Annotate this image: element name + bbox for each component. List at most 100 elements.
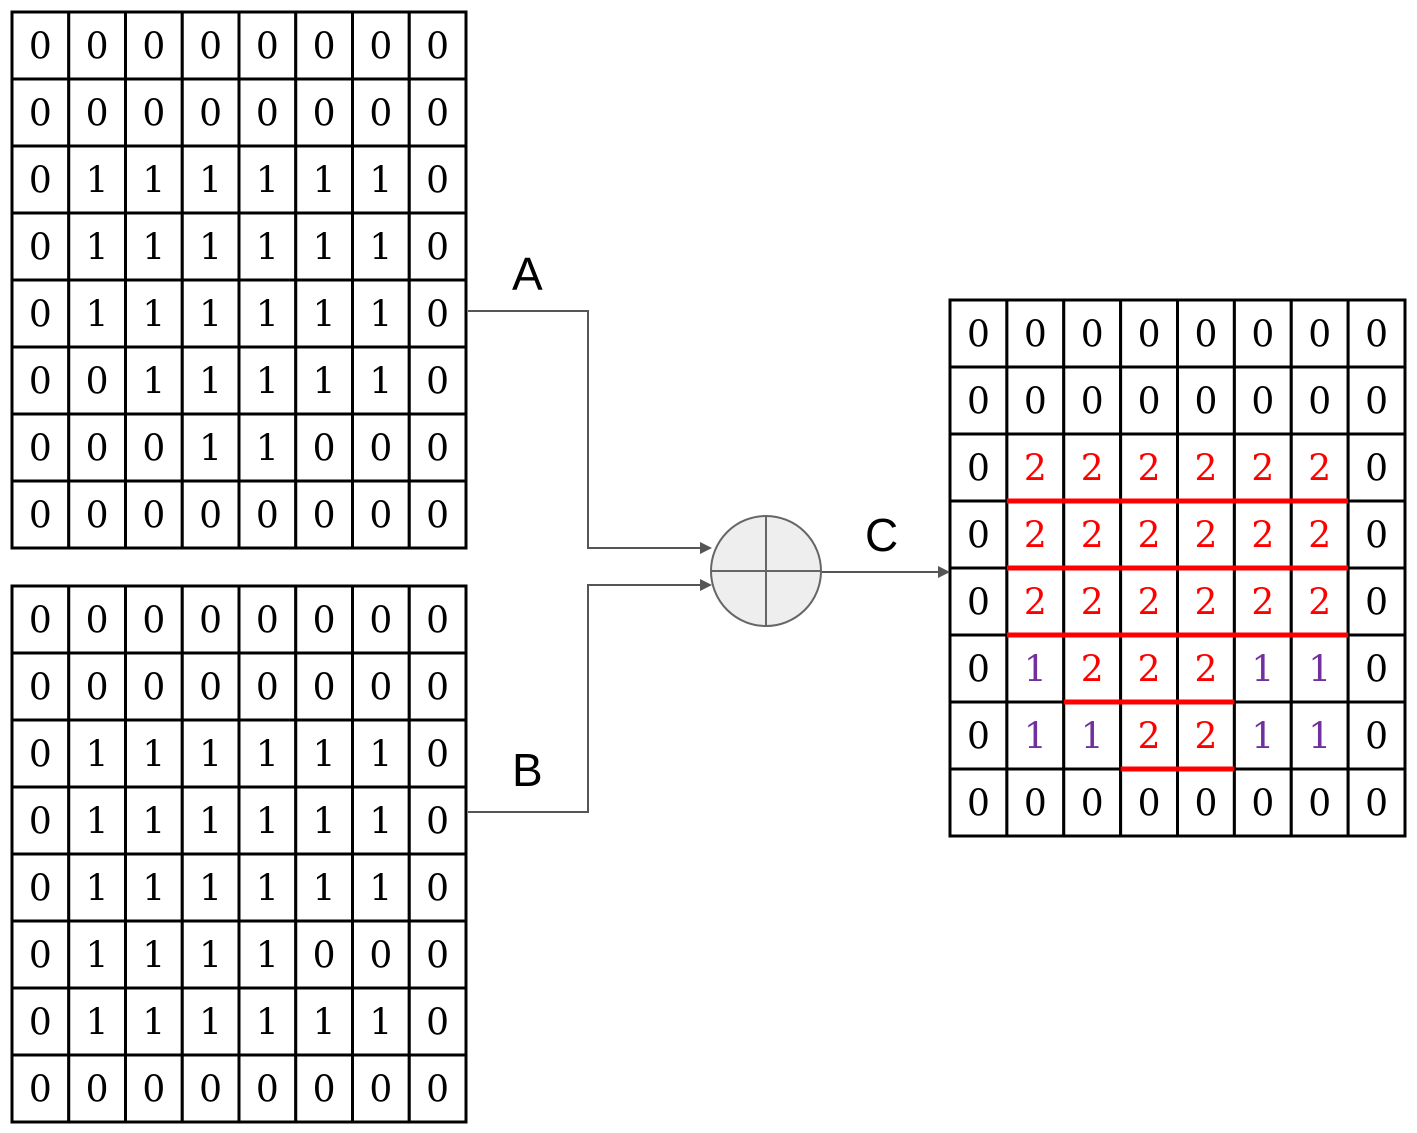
cell-value: 1 xyxy=(199,735,222,776)
cell-value: 0 xyxy=(1194,382,1217,423)
grid-cell xyxy=(351,718,411,789)
cell-value: 0 xyxy=(426,735,449,776)
grid-cell xyxy=(124,852,184,923)
grid-cell xyxy=(1062,767,1123,838)
grid-cell xyxy=(237,651,298,722)
grid-cell xyxy=(1176,298,1236,369)
grid-cell xyxy=(1119,432,1179,503)
grid-cell xyxy=(237,479,298,550)
cell-value: 0 xyxy=(1365,315,1388,356)
grid-cell xyxy=(67,412,127,483)
cell-value: 0 xyxy=(426,601,449,642)
grid-cell xyxy=(237,211,298,282)
grid-cell xyxy=(294,718,354,789)
cell-value: 2 xyxy=(1138,717,1161,758)
cell-value: 0 xyxy=(426,228,449,269)
cell-value: 1 xyxy=(142,228,165,269)
grid-cell xyxy=(948,566,1009,637)
cell-value: 0 xyxy=(1365,650,1388,691)
grid-cell xyxy=(124,479,184,550)
cell-value: 0 xyxy=(199,668,222,709)
cell-value: 1 xyxy=(199,936,222,977)
cell-value: 0 xyxy=(1308,784,1331,825)
cell-value: 2 xyxy=(1138,516,1161,557)
cell-value: 1 xyxy=(142,362,165,403)
cell-value: 0 xyxy=(29,429,52,470)
arrowhead-c xyxy=(938,566,950,578)
cell-value: 1 xyxy=(256,429,279,470)
cell-value: 2 xyxy=(1024,516,1047,557)
cell-value: 0 xyxy=(369,94,392,135)
cell-value: 1 xyxy=(313,295,336,336)
cell-value: 1 xyxy=(142,735,165,776)
cell-value: 0 xyxy=(142,601,165,642)
cell-value: 1 xyxy=(313,869,336,910)
grid-cell xyxy=(237,919,298,990)
cell-value: 0 xyxy=(142,94,165,135)
cell-value: 0 xyxy=(29,295,52,336)
cell-value: 0 xyxy=(1365,583,1388,624)
grid-cell xyxy=(407,919,468,990)
grid-cell xyxy=(237,278,298,349)
grid-cell xyxy=(351,412,411,483)
label-a: A xyxy=(512,248,543,300)
cell-value: 1 xyxy=(199,228,222,269)
cell-value: 0 xyxy=(29,94,52,135)
cell-value: 0 xyxy=(426,94,449,135)
cell-value: 1 xyxy=(256,869,279,910)
grid-cell xyxy=(1062,432,1123,503)
cell-value: 0 xyxy=(86,601,109,642)
cell-value: 1 xyxy=(1024,650,1047,691)
cell-value: 0 xyxy=(142,668,165,709)
grid-cell xyxy=(1062,365,1123,436)
cell-value: 0 xyxy=(142,1070,165,1111)
cell-value: 1 xyxy=(256,735,279,776)
cell-value: 0 xyxy=(86,496,109,537)
cell-value: 0 xyxy=(426,27,449,68)
cell-value: 0 xyxy=(426,1070,449,1111)
cell-value: 1 xyxy=(142,161,165,202)
cell-value: 0 xyxy=(256,94,279,135)
cell-value: 1 xyxy=(313,228,336,269)
grid-cell xyxy=(407,77,468,148)
cell-value: 2 xyxy=(1194,717,1217,758)
grid-cell xyxy=(407,651,468,722)
grid-cell xyxy=(67,986,127,1057)
grid-cell xyxy=(1119,566,1179,637)
label-b: B xyxy=(512,744,543,796)
cell-value: 0 xyxy=(29,735,52,776)
cell-value: 0 xyxy=(142,27,165,68)
cell-value: 0 xyxy=(313,601,336,642)
cell-value: 0 xyxy=(1194,784,1217,825)
cell-value: 0 xyxy=(199,496,222,537)
cell-value: 0 xyxy=(967,382,990,423)
cell-value: 1 xyxy=(86,228,109,269)
grid-cell xyxy=(1289,566,1350,637)
grid-cell xyxy=(351,144,411,215)
grid-border xyxy=(10,10,468,550)
cell-value: 0 xyxy=(1194,315,1217,356)
cell-value: 2 xyxy=(1081,516,1104,557)
cell-value: 0 xyxy=(1365,784,1388,825)
circled-plus-icon xyxy=(710,515,822,627)
cell-value: 0 xyxy=(29,27,52,68)
grid-cell xyxy=(10,852,71,923)
grid-cell xyxy=(124,144,184,215)
cell-value: 2 xyxy=(1251,449,1274,490)
cell-value: 1 xyxy=(142,802,165,843)
cell-value: 1 xyxy=(313,802,336,843)
cell-value: 0 xyxy=(256,27,279,68)
cell-value: 2 xyxy=(1081,583,1104,624)
cell-value: 2 xyxy=(1138,449,1161,490)
cell-value: 2 xyxy=(1251,583,1274,624)
cell-value: 0 xyxy=(426,668,449,709)
cell-value: 1 xyxy=(1251,717,1274,758)
cell-value: 0 xyxy=(426,802,449,843)
grid-cell xyxy=(407,785,468,856)
grid-cell xyxy=(1232,767,1293,838)
grid-cell xyxy=(237,345,298,416)
cell-value: 1 xyxy=(86,161,109,202)
cell-value: 1 xyxy=(142,936,165,977)
grid-cell xyxy=(294,412,354,483)
